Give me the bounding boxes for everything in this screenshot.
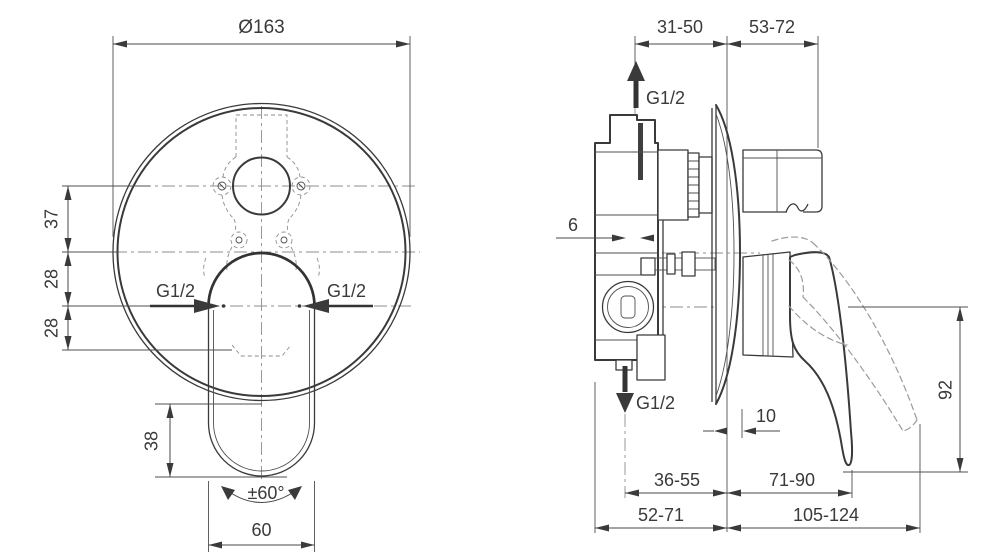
dim-38-label: 38 [141,431,161,451]
dim-71-90-label: 71-90 [769,470,815,490]
dim-36-55-label: 36-55 [654,470,700,490]
handle-phantom-dashed [771,236,918,432]
dim-60: 60 [208,481,315,552]
outlet-bottom: G1/2 [616,366,675,413]
dim-38: 38 [141,403,287,478]
dim-28b-label: 28 [41,318,61,338]
dim-diameter: Ø163 [112,17,411,237]
dim-52-71-label: 52-71 [638,505,684,525]
cartridge-side [657,149,713,221]
swivel-angle: ±60° [221,483,302,503]
dim-6: 6 [556,215,654,242]
outlet-top: G1/2 [627,61,685,108]
dim-53-72-label: 53-72 [749,17,795,37]
dim-92: 92 [843,306,968,473]
handle-front [207,251,316,477]
dim-105-124-label: 105-124 [793,505,859,525]
outlet-top-label: G1/2 [646,88,685,108]
outlet-bottom-label: G1/2 [636,393,675,413]
front-view: Ø163 37 28 28 G1/2 G1/2 [41,17,420,552]
dim-10-label: 10 [756,406,776,426]
dim-6-label: 6 [568,215,578,235]
dim-37-label: 37 [41,209,61,229]
dim-92-label: 92 [935,380,955,400]
outlet-stub-side [742,149,823,214]
plate-side [711,104,741,405]
front-centerlines [62,106,420,480]
dim-chain-left: 37 28 28 [41,185,232,351]
cartridge-circle [232,156,291,216]
inlet-left-label: G1/2 [156,281,195,301]
handle-side [742,251,854,467]
inlet-arrow-right-icon [194,299,220,313]
dim-28a-label: 28 [41,269,61,289]
swivel-angle-label: ±60° [247,483,284,503]
flow-arrow-up-icon [627,61,645,81]
inlet-arrow-left-icon [303,299,329,313]
roughin-dashed-outline [203,114,320,279]
dim-60-label: 60 [251,520,271,540]
dim-chain-bottom: 36-55 71-90 52-71 105-124 [594,382,921,533]
dim-10: 10 [703,406,780,438]
inlet-right: G1/2 [303,281,373,313]
dim-diameter-label: Ø163 [238,17,284,38]
dim-chain-top: 31-50 53-72 [634,17,819,148]
inlet-right-label: G1/2 [327,281,366,301]
side-view: 31-50 53-72 G1/2 [556,17,968,533]
dim-31-50-label: 31-50 [657,17,703,37]
flow-arrow-down-icon [616,393,634,413]
inlet-left: G1/2 [150,281,220,313]
